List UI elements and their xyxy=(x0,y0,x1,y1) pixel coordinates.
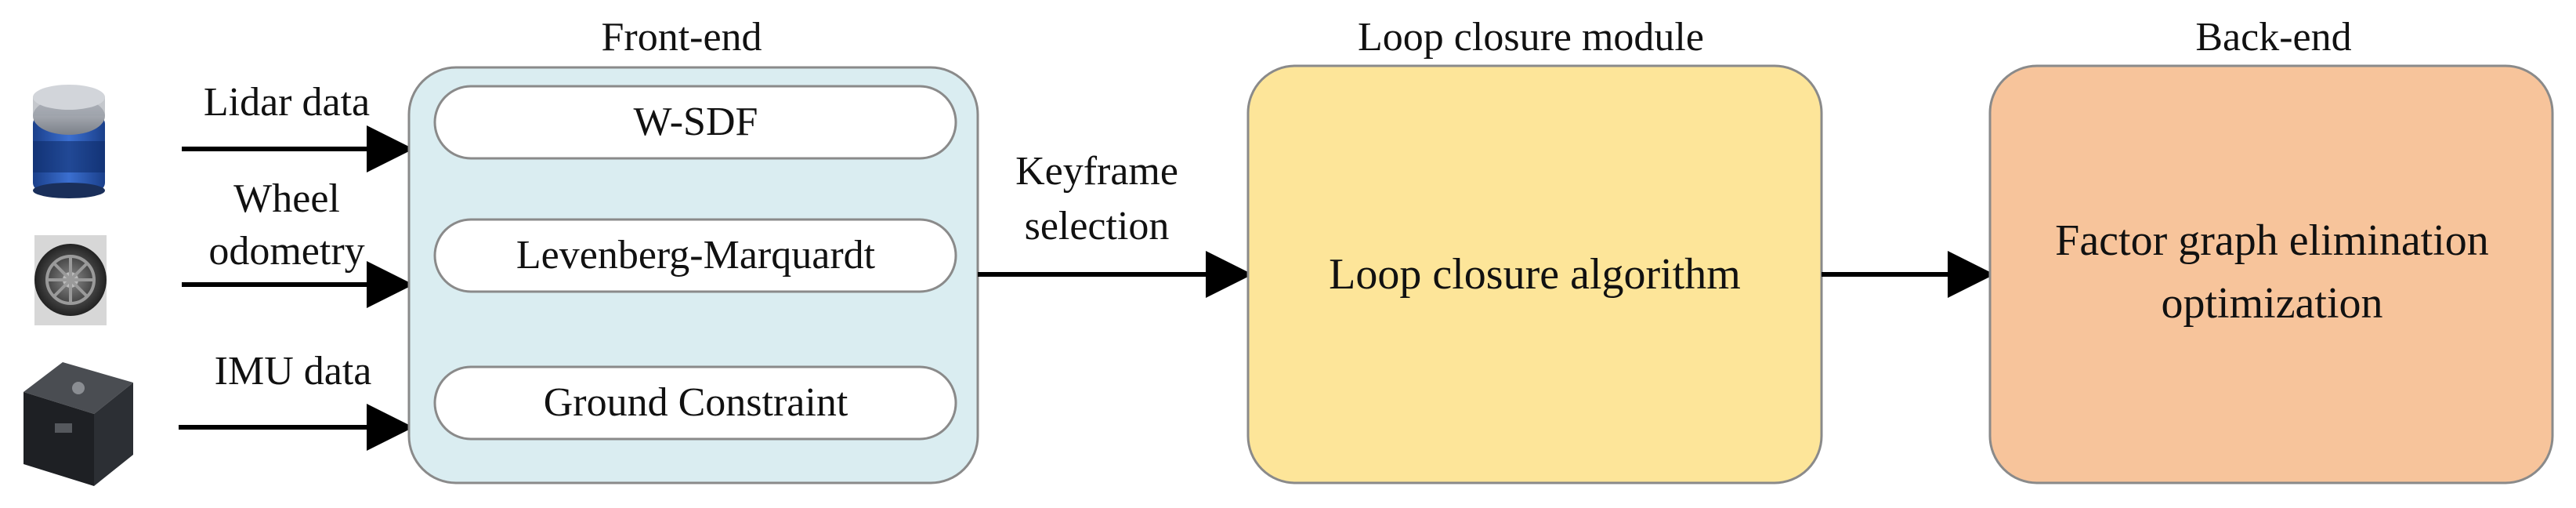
wheel-odometry-label-line1: Wheel xyxy=(233,176,340,221)
keyframe-selection-label-line2: selection xyxy=(1025,204,1170,249)
imu-sensor-icon xyxy=(24,362,133,486)
front-end-item-levenberg-marquardt: Levenberg-Marquardt xyxy=(516,233,876,278)
front-end-item-box-ground xyxy=(433,365,957,441)
wheel-odometry-label-line2: odometry xyxy=(208,229,364,274)
back-end-title: Back-end xyxy=(2195,15,2351,60)
lidar-sensor-icon xyxy=(33,85,105,198)
imu-data-label: IMU data xyxy=(215,349,372,394)
keyframe-selection-label-line1: Keyframe xyxy=(1015,149,1178,194)
front-end-title: Front-end xyxy=(601,15,762,60)
loop-closure-title: Loop closure module xyxy=(1358,15,1704,60)
back-end-body-line1: Factor graph elimination xyxy=(2055,216,2489,265)
front-end-item-box-wsdf xyxy=(433,85,957,160)
loop-closure-algorithm-label: Loop closure algorithm xyxy=(1329,250,1741,299)
front-end-item-wsdf: W-SDF xyxy=(634,100,758,144)
wheel-encoder-icon xyxy=(34,235,107,325)
back-end-block xyxy=(1988,64,2554,484)
front-end-item-box-lm xyxy=(433,218,957,293)
back-end-body-line2: optimization xyxy=(2161,279,2382,328)
lidar-data-label: Lidar data xyxy=(204,80,370,125)
front-end-item-ground-constraint: Ground Constraint xyxy=(544,380,848,425)
